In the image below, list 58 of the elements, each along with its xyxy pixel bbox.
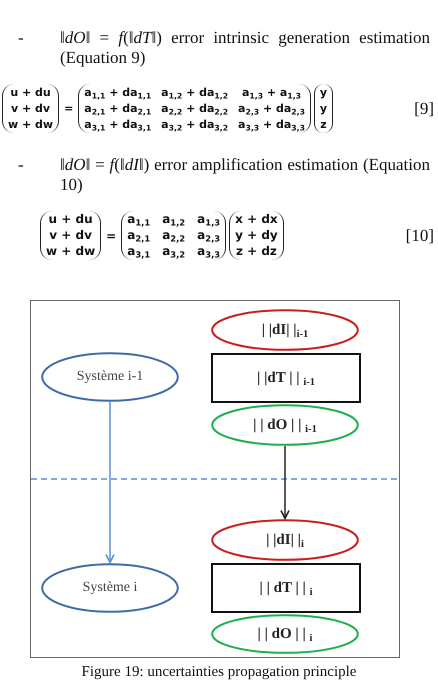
matrix-entry: a$_{1,1}$ + da$_{1,1}$ xyxy=(84,85,152,100)
vector-entry: v + dv xyxy=(49,228,92,243)
node-label: Système i-1 xyxy=(76,369,144,385)
matrix-entry: a$_{1,2}$ xyxy=(162,212,186,227)
node-label: | |dI| |$_{i-1}$ xyxy=(262,322,308,338)
ellipse-node xyxy=(211,519,359,561)
node-label: | | dT | | $_{i}$ xyxy=(260,580,312,596)
matrix-entry: a$_{1,3}$ + a$_{1,3}$ xyxy=(242,85,301,100)
bullet-dash: - xyxy=(18,155,25,175)
matrix-entry: a$_{1,3}$ xyxy=(197,212,220,227)
vector-entry: v + dv xyxy=(10,101,50,116)
arrow xyxy=(280,446,290,520)
vector-entry: y xyxy=(320,85,328,100)
equation-number: [10] xyxy=(406,226,434,246)
ellipse-node xyxy=(41,352,179,402)
matrix-entry: a$_{1,1}$ xyxy=(127,212,150,227)
matrix-entry: a$_{2,3}$ xyxy=(197,228,220,243)
node-label: | |dT | | $_{i-1}$ xyxy=(257,370,315,386)
matrix-entry: a$_{2,1}$ + da$_{2,1}$ xyxy=(84,101,152,116)
paragraph: ‖dO‖ = f(‖dI‖) error amplification estimation (Equation 10) xyxy=(60,155,430,195)
matrix-entry: a$_{2,3}$ + da$_{2,3}$ xyxy=(238,101,305,116)
diagram-frame xyxy=(30,300,400,658)
process-box xyxy=(211,563,361,613)
vector-entry: w + dw xyxy=(46,244,96,259)
matrix-entry: a$_{2,2}$ xyxy=(162,228,186,243)
arrow xyxy=(105,402,115,564)
matrix-entry: a$_{3,3}$ xyxy=(197,244,220,259)
node-label: | | dO | | $_{i-1}$ xyxy=(253,416,317,434)
paragraph: ‖dO‖ = f(‖dT‖) error intrinsic generation estimation (Equation 9) xyxy=(60,28,430,68)
matrix-entry: a$_{2,2}$ + da$_{2,2}$ xyxy=(161,101,228,116)
bullet-dash: - xyxy=(18,28,25,48)
vector-entry: u + du xyxy=(48,212,93,227)
equals-sign: = xyxy=(64,102,74,115)
ellipse-node xyxy=(211,404,359,446)
vector-entry: z + dz xyxy=(236,244,277,259)
matrix-entry: a$_{3,2}$ + da$_{3,2}$ xyxy=(161,117,228,132)
matrix-entry: a$_{3,1}$ + da$_{3,1}$ xyxy=(84,117,152,132)
equals-sign: = xyxy=(106,228,116,242)
matrix-entry: a$_{3,3}$ + da$_{3,3}$ xyxy=(238,117,305,132)
vector-entry: x + dx xyxy=(235,212,278,227)
node-label: | |dI| |$_{i}$ xyxy=(266,532,304,548)
ellipse-node xyxy=(41,563,179,613)
vector-entry: w + dw xyxy=(8,117,54,132)
process-box xyxy=(211,353,361,403)
vector-entry: u + du xyxy=(10,85,51,100)
vector-entry: z xyxy=(320,117,327,132)
matrix-entry: a$_{2,1}$ xyxy=(127,228,150,243)
vector-entry: y + dy xyxy=(235,228,278,243)
matrix-entry: a$_{3,1}$ xyxy=(127,244,150,259)
equation-number: [9] xyxy=(414,98,434,118)
ellipse-node xyxy=(211,614,359,654)
ellipse-node xyxy=(211,309,359,351)
node-label: | | dO | | $_{i}$ xyxy=(258,626,312,642)
figure-caption: Figure 19: uncertainties propagation principle xyxy=(80,664,358,681)
matrix-entry: a$_{1,2}$ + da$_{1,2}$ xyxy=(161,85,228,100)
vector-entry: y xyxy=(320,101,328,116)
node-label: Système i xyxy=(82,580,138,596)
matrix-entry: a$_{3,2}$ xyxy=(162,244,186,259)
